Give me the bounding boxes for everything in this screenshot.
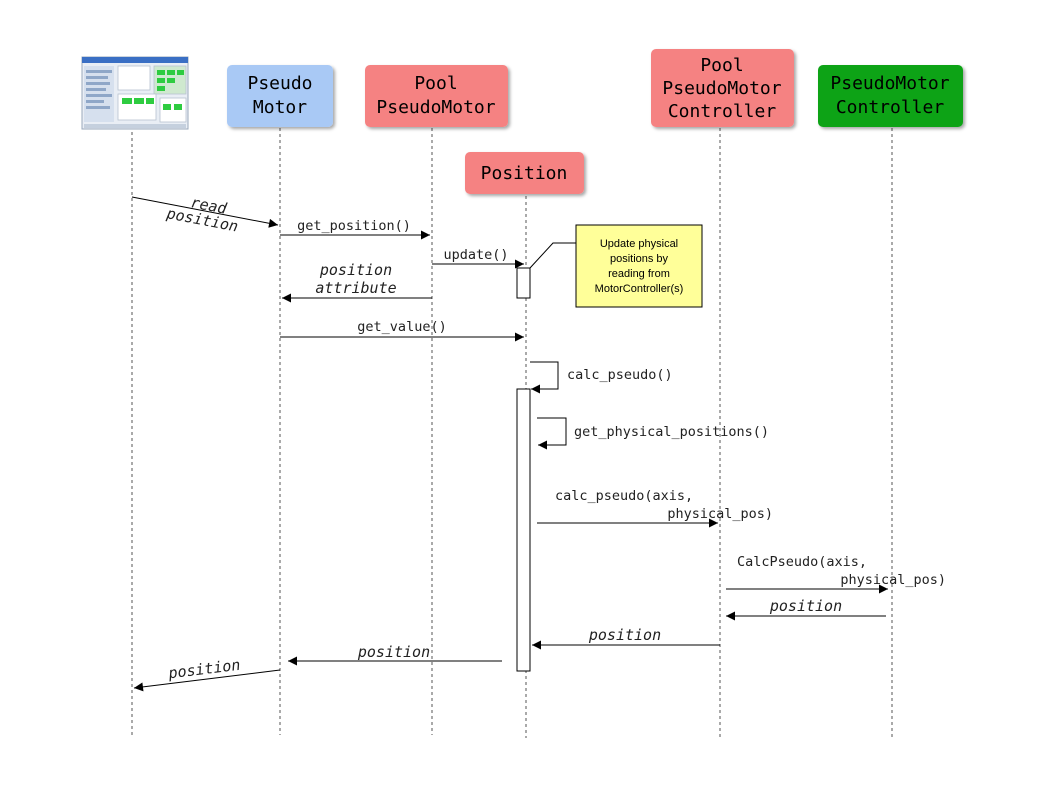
participant-pool-pseudo-motor: Pool PseudoMotor (365, 65, 508, 127)
note-text: positions by (610, 253, 669, 265)
participant-label: PseudoMotor (662, 78, 781, 99)
note-connector (529, 242, 576, 269)
note-text: MotorController(s) (595, 283, 684, 295)
position-attribute-label: position (319, 261, 392, 279)
participant-box (227, 65, 333, 127)
participant-label: Controller (836, 97, 945, 118)
position-attribute-label: attribute (315, 279, 396, 297)
calc-pseudo-controller-label: physical_pos) (840, 572, 946, 588)
calc-pseudo-controller-label: CalcPseudo(axis, (737, 554, 867, 570)
calc-pseudo-axis-label: calc_pseudo(axis, (555, 488, 693, 504)
participant-label: Position (481, 163, 568, 184)
get-value-label: get_value() (357, 319, 446, 335)
calc-pseudo-axis-label: physical_pos) (667, 506, 773, 522)
get-physical-positions-self-arrow (537, 417, 567, 450)
get-position-label: get_position() (297, 218, 411, 234)
note: Update physical positions by reading fro… (529, 224, 703, 308)
participant-position: Position (465, 152, 584, 194)
participant-box (465, 152, 584, 194)
update-label: update() (443, 247, 508, 263)
note-box (575, 224, 703, 308)
participant-box (818, 65, 963, 127)
participant-box (651, 49, 794, 127)
participant-pseudo-motor-controller: PseudoMotor Controller (818, 65, 963, 127)
participant-label: Motor (253, 97, 307, 118)
position-activation-update (516, 267, 531, 299)
participant-label: PseudoMotor (830, 73, 949, 94)
participant-pool-pseudo-motor-controller: Pool PseudoMotor Controller (651, 49, 794, 127)
position-activation-calc (516, 388, 531, 672)
participant-label: Pool (414, 73, 457, 94)
return-client-arrow (133, 669, 281, 692)
return-pool-controller-label: position (588, 626, 661, 644)
read-position-arrow (131, 196, 279, 228)
return-client-label: position (166, 656, 241, 683)
note-text: Update physical (600, 238, 678, 250)
calc-pseudo-label: calc_pseudo() (567, 367, 673, 383)
participant-label: Controller (668, 101, 777, 122)
participant-label: Pool (700, 55, 743, 76)
return-controller-label: position (769, 597, 842, 615)
participant-label: PseudoMotor (376, 97, 495, 118)
calc-pseudo-self-arrow (530, 361, 559, 394)
return-position-label: position (357, 643, 430, 661)
participant-label: Pseudo (247, 73, 312, 94)
participant-pseudo-motor: Pseudo Motor (227, 65, 333, 127)
note-text: reading from (608, 268, 670, 280)
get-physical-positions-label: get_physical_positions() (574, 424, 769, 440)
application-screenshot-icon (81, 56, 189, 130)
participant-box (365, 65, 508, 127)
